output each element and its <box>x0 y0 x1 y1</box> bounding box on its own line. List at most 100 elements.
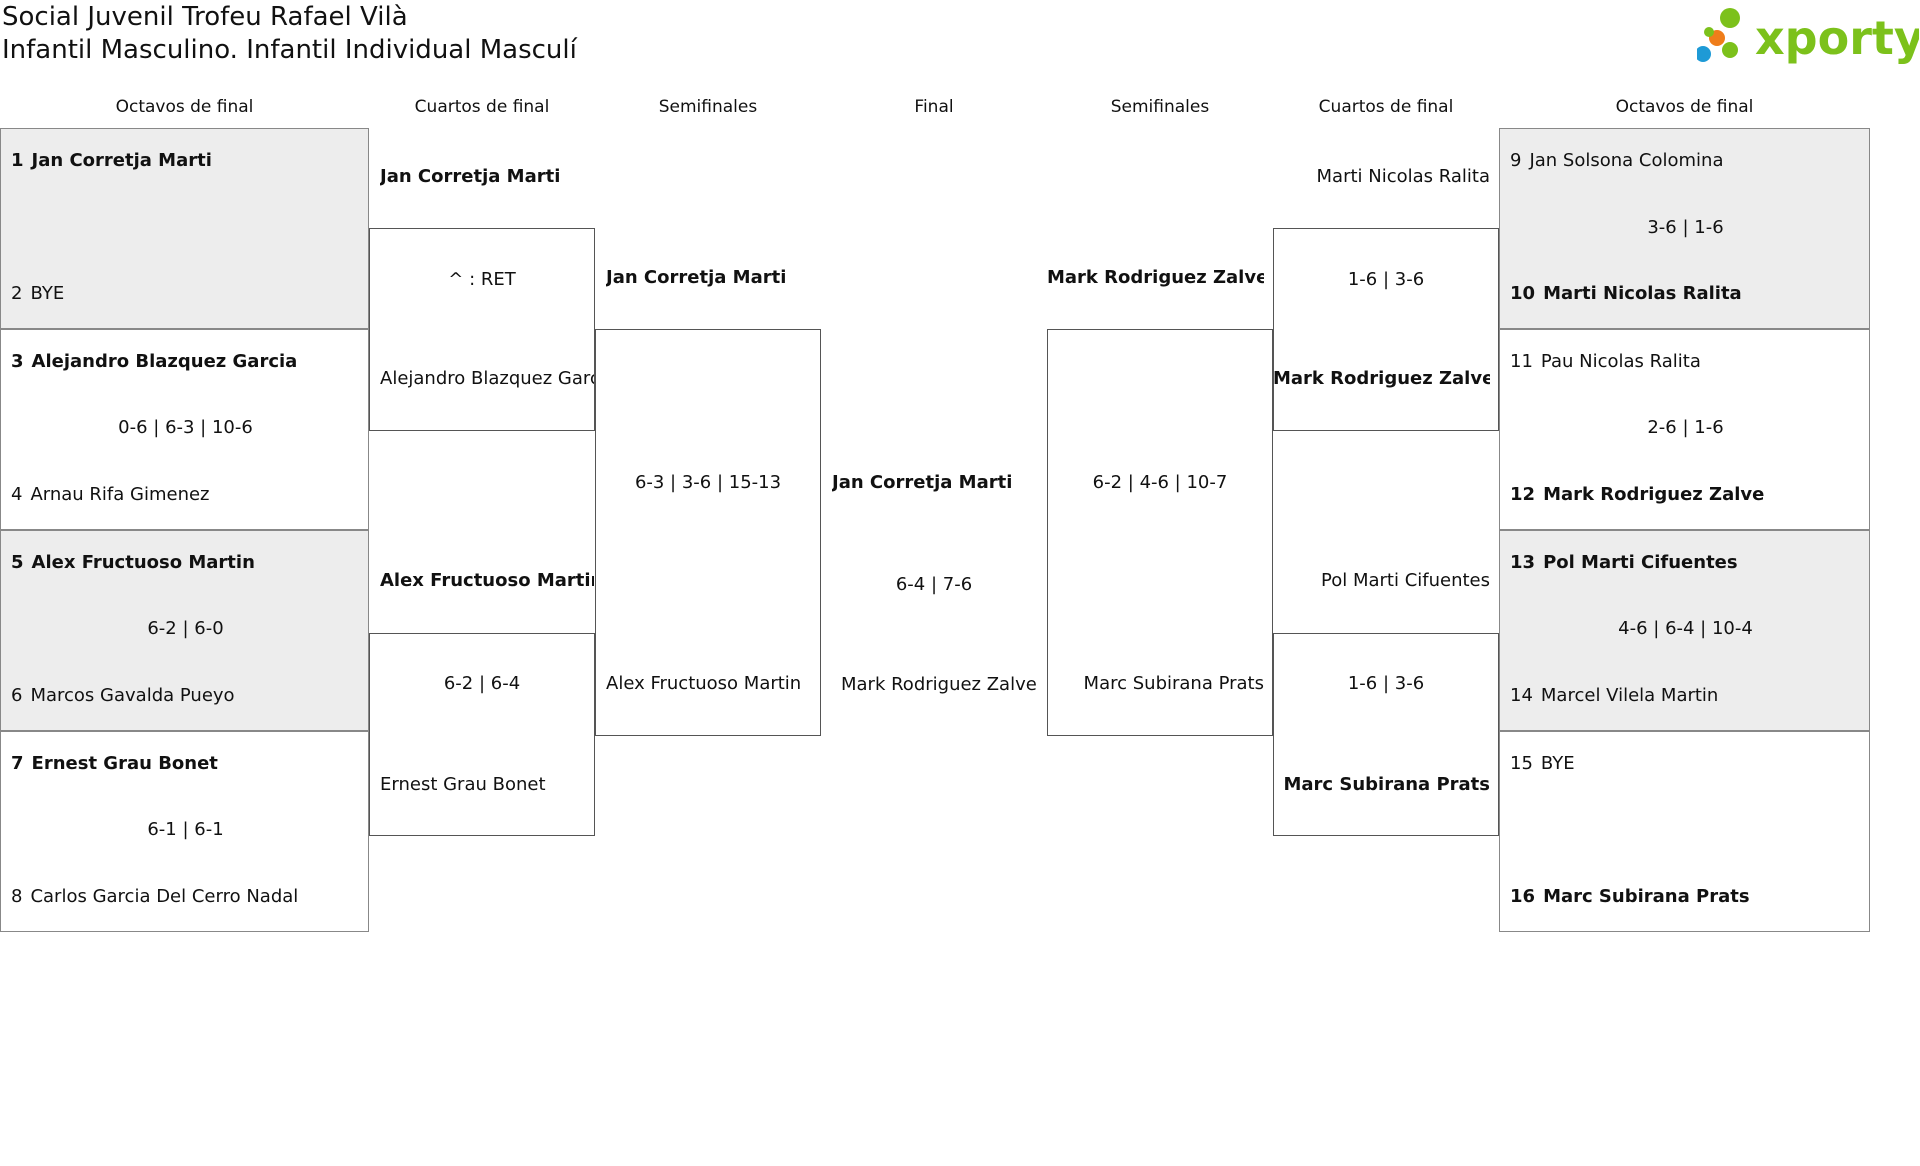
player-name: Marcel Vilela Martin <box>1540 685 1719 706</box>
final-loser-label: Mark Rodriguez Zalve <box>841 674 1037 695</box>
qf-connector <box>1273 633 1499 836</box>
final-score: 6-4 | 7-6 <box>895 574 973 595</box>
logo-text: xporty <box>1755 11 1919 65</box>
player-entry: 6 Marcos Gavalda Pueyo <box>11 684 235 708</box>
qf-winner-label: Jan Corretja Marti <box>380 166 561 187</box>
header-right-sf: Semifinales <box>1110 97 1210 117</box>
player-entry: 16 Marc Subirana Prats <box>1510 885 1750 909</box>
qf-loser-label: Marti Nicolas Ralita <box>1316 166 1490 187</box>
match-box: 9 Jan Solsona Colomina 3-6 | 1-6 10 Marti … <box>1499 128 1870 329</box>
sf-connector <box>595 329 821 736</box>
player-name: BYE <box>30 283 65 304</box>
xporty-logo-icon: xporty <box>1695 8 1920 65</box>
player-entry: 8 Carlos Garcia Del Cerro Nadal <box>11 885 298 909</box>
player-entry: 7 Ernest Grau Bonet <box>11 752 218 776</box>
sf-winner-label: Jan Corretja Marti <box>606 267 787 288</box>
qf-score: 6-2 | 6-4 <box>443 673 521 694</box>
player-entry: 10 Marti Nicolas Ralita <box>1510 282 1742 306</box>
match-box: 5 Alex Fructuoso Martin 6-2 | 6-0 6 Marcos… <box>0 530 369 731</box>
sf-connector <box>1047 329 1273 736</box>
player-entry: 1 Jan Corretja Marti <box>11 149 212 173</box>
sf-loser-label: Alex Fructuoso Martin <box>606 673 802 694</box>
final-winner-label: Jan Corretja Marti <box>832 472 1013 493</box>
seed: 8 <box>11 886 23 907</box>
header-left-qf: Cuartos de final <box>414 97 550 117</box>
sf-score: 6-3 | 3-6 | 15-13 <box>634 472 782 493</box>
qf-connector <box>1273 228 1499 431</box>
qf-connector <box>369 633 595 836</box>
seed: 6 <box>11 685 23 706</box>
player-name: Mark Rodriguez Zalve <box>1543 484 1765 505</box>
player-entry: 12 Mark Rodriguez Zalve <box>1510 483 1764 507</box>
seed: 16 <box>1510 886 1536 907</box>
seed: 12 <box>1510 484 1536 505</box>
player-entry: 11 Pau Nicolas Ralita <box>1510 350 1701 374</box>
match-box: 15 BYE 16 Marc Subirana Prats <box>1499 731 1870 932</box>
seed: 3 <box>11 351 24 372</box>
qf-score: ^ : RET <box>448 269 516 290</box>
qf-winner-label: Marc Subirana Prats <box>1283 774 1491 795</box>
sf-loser-label: Marc Subirana Prats <box>1083 673 1264 694</box>
seed: 14 <box>1510 685 1533 706</box>
player-entry: 5 Alex Fructuoso Martin <box>11 551 255 575</box>
qf-score: 1-6 | 3-6 <box>1347 673 1425 694</box>
sf-winner-label: Mark Rodriguez Zalve <box>1047 267 1264 288</box>
seed: 5 <box>11 552 24 573</box>
header-right-r16: Octavos de final <box>1615 97 1754 117</box>
seed: 11 <box>1510 351 1533 372</box>
player-entry: 4 Arnau Rifa Gimenez <box>11 483 210 507</box>
qf-winner-label: Alex Fructuoso Martin <box>380 570 594 591</box>
player-name: Marti Nicolas Ralita <box>1543 283 1742 304</box>
seed: 15 <box>1510 753 1533 774</box>
match-score: 0-6 | 6-3 | 10-6 <box>118 417 253 438</box>
qf-loser-label: Alejandro Blazquez Garcia <box>380 368 594 389</box>
match-box: 7 Ernest Grau Bonet 6-1 | 6-1 8 Carlos Gar… <box>0 731 369 932</box>
match-box: 1 Jan Corretja Marti 2 BYE <box>0 128 369 329</box>
seed: 2 <box>11 283 23 304</box>
seed: 1 <box>11 150 24 171</box>
player-name: Pau Nicolas Ralita <box>1540 351 1701 372</box>
player-entry: 14 Marcel Vilela Martin <box>1510 684 1718 708</box>
header-left-sf: Semifinales <box>658 97 758 117</box>
player-entry: 9 Jan Solsona Colomina <box>1510 149 1723 173</box>
player-name: Marc Subirana Prats <box>1543 886 1750 907</box>
match-score: 4-6 | 6-4 | 10-4 <box>1618 618 1753 639</box>
player-entry: 2 BYE <box>11 282 64 306</box>
qf-connector <box>369 228 595 431</box>
tournament-title: Social Juvenil Trofeu Rafael Vilà <box>2 2 408 32</box>
xporty-logo[interactable]: xporty <box>1695 4 1920 72</box>
match-score: 6-1 | 6-1 <box>147 819 224 840</box>
seed: 7 <box>11 753 24 774</box>
player-name: Jan Solsona Colomina <box>1529 150 1724 171</box>
header-left-r16: Octavos de final <box>115 97 254 117</box>
player-name: BYE <box>1540 753 1575 774</box>
header-right-qf: Cuartos de final <box>1318 97 1454 117</box>
qf-score: 1-6 | 3-6 <box>1347 269 1425 290</box>
seed: 10 <box>1510 283 1536 304</box>
qf-loser-label: Ernest Grau Bonet <box>380 774 546 795</box>
header-final: Final <box>914 97 954 117</box>
player-name: Jan Corretja Marti <box>31 150 212 171</box>
player-name: Ernest Grau Bonet <box>31 753 218 774</box>
match-box: 11 Pau Nicolas Ralita 2-6 | 1-6 12 Mark Ro… <box>1499 329 1870 530</box>
seed: 13 <box>1510 552 1536 573</box>
seed: 4 <box>11 484 23 505</box>
player-entry: 3 Alejandro Blazquez Garcia <box>11 350 297 374</box>
match-score: 2-6 | 1-6 <box>1647 417 1724 438</box>
player-name: Alejandro Blazquez Garcia <box>31 351 298 372</box>
player-entry: 15 BYE <box>1510 752 1575 776</box>
player-name: Carlos Garcia Del Cerro Nadal <box>30 886 299 907</box>
sf-score: 6-2 | 4-6 | 10-7 <box>1092 472 1228 493</box>
seed: 9 <box>1510 150 1522 171</box>
match-box: 13 Pol Marti Cifuentes 4-6 | 6-4 | 10-4 1… <box>1499 530 1870 731</box>
match-score: 3-6 | 1-6 <box>1647 217 1724 238</box>
player-name: Alex Fructuoso Martin <box>31 552 255 573</box>
player-entry: 13 Pol Marti Cifuentes <box>1510 551 1738 575</box>
qf-loser-label: Pol Marti Cifuentes <box>1321 570 1490 591</box>
match-score: 6-2 | 6-0 <box>147 618 224 639</box>
player-name: Pol Marti Cifuentes <box>1543 552 1738 573</box>
qf-winner-label: Mark Rodriguez Zalve <box>1273 368 1490 389</box>
match-box: 3 Alejandro Blazquez Garcia 0-6 | 6-3 | 1… <box>0 329 369 530</box>
player-name: Arnau Rifa Gimenez <box>30 484 210 505</box>
player-name: Marcos Gavalda Pueyo <box>30 685 235 706</box>
